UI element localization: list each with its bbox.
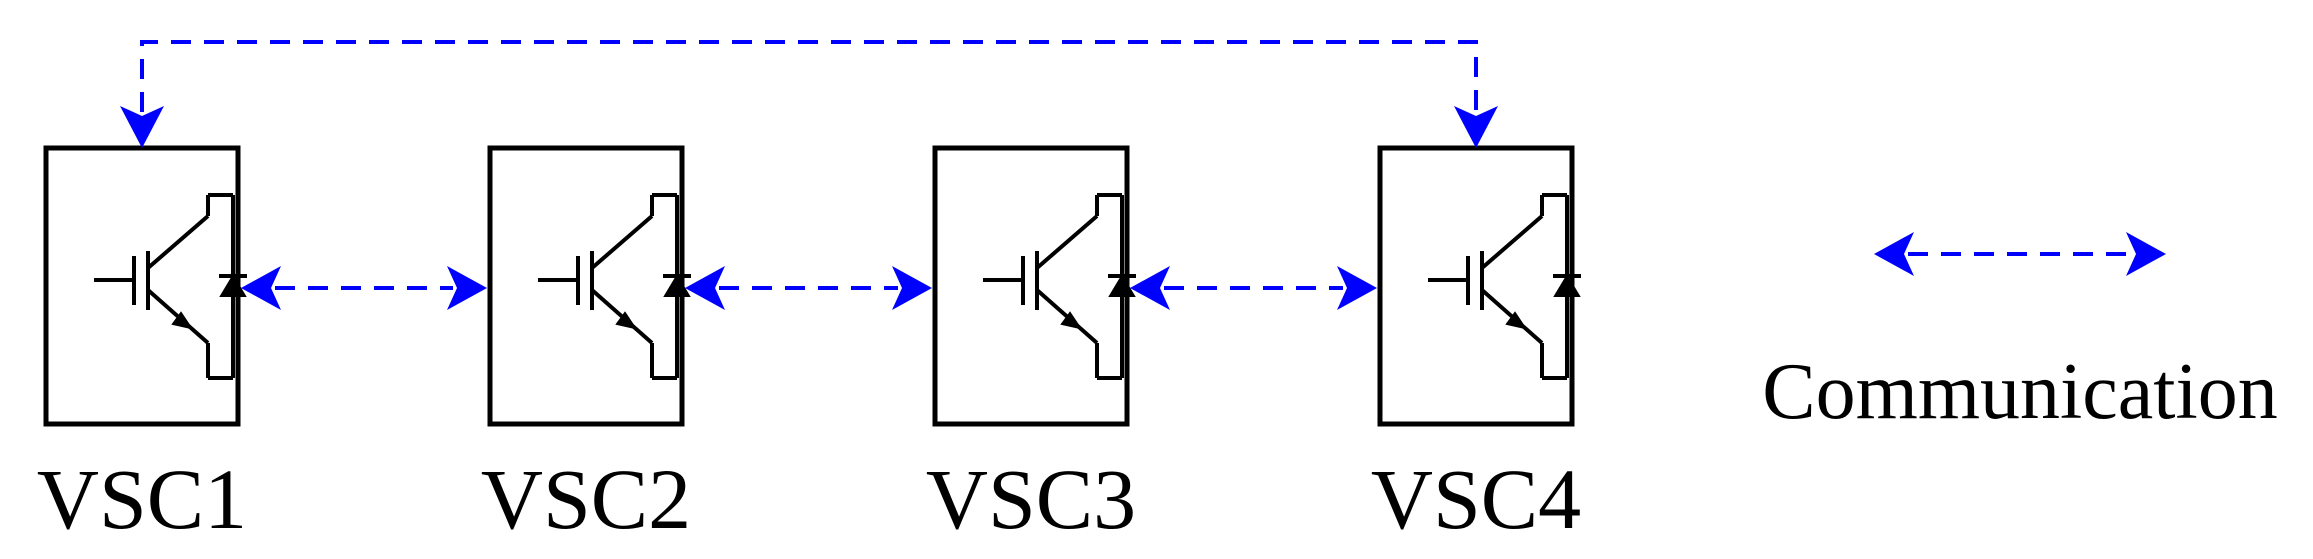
converter-label: VSC2	[481, 451, 691, 547]
legend: Communication	[1762, 232, 2278, 436]
converter-label: VSC3	[926, 451, 1136, 547]
arrowhead-down-icon	[1454, 106, 1498, 148]
arrowhead-right-icon	[892, 266, 932, 310]
arrowhead-left-icon	[685, 266, 725, 310]
converter-box	[1377, 145, 1575, 427]
arrowhead-right-icon	[447, 266, 487, 310]
arrowhead-right-icon	[1337, 266, 1377, 310]
communication-link-1	[241, 266, 487, 310]
communication-link-top	[120, 40, 1498, 148]
converter-vsc1: VSC1	[37, 145, 249, 547]
converter-label: VSC1	[37, 451, 247, 547]
converter-box	[43, 145, 241, 427]
legend-label: Communication	[1762, 348, 2278, 436]
converter-label: VSC4	[1371, 451, 1581, 547]
dashed-link-line	[140, 40, 1478, 112]
converter-box	[487, 145, 685, 427]
communication-link-3	[1130, 266, 1377, 310]
converter-vsc4: VSC4	[1371, 145, 1583, 547]
communication-link-2	[685, 266, 932, 310]
converter-vsc2: VSC2	[481, 145, 693, 547]
arrowhead-left-icon	[1130, 266, 1170, 310]
arrowhead-left-icon	[241, 266, 281, 310]
arrowhead-right-icon	[2126, 232, 2166, 276]
arrowhead-down-icon	[120, 106, 164, 148]
converter-vsc3: VSC3	[926, 145, 1138, 547]
converter-box	[932, 145, 1130, 427]
arrowhead-left-icon	[1874, 232, 1914, 276]
